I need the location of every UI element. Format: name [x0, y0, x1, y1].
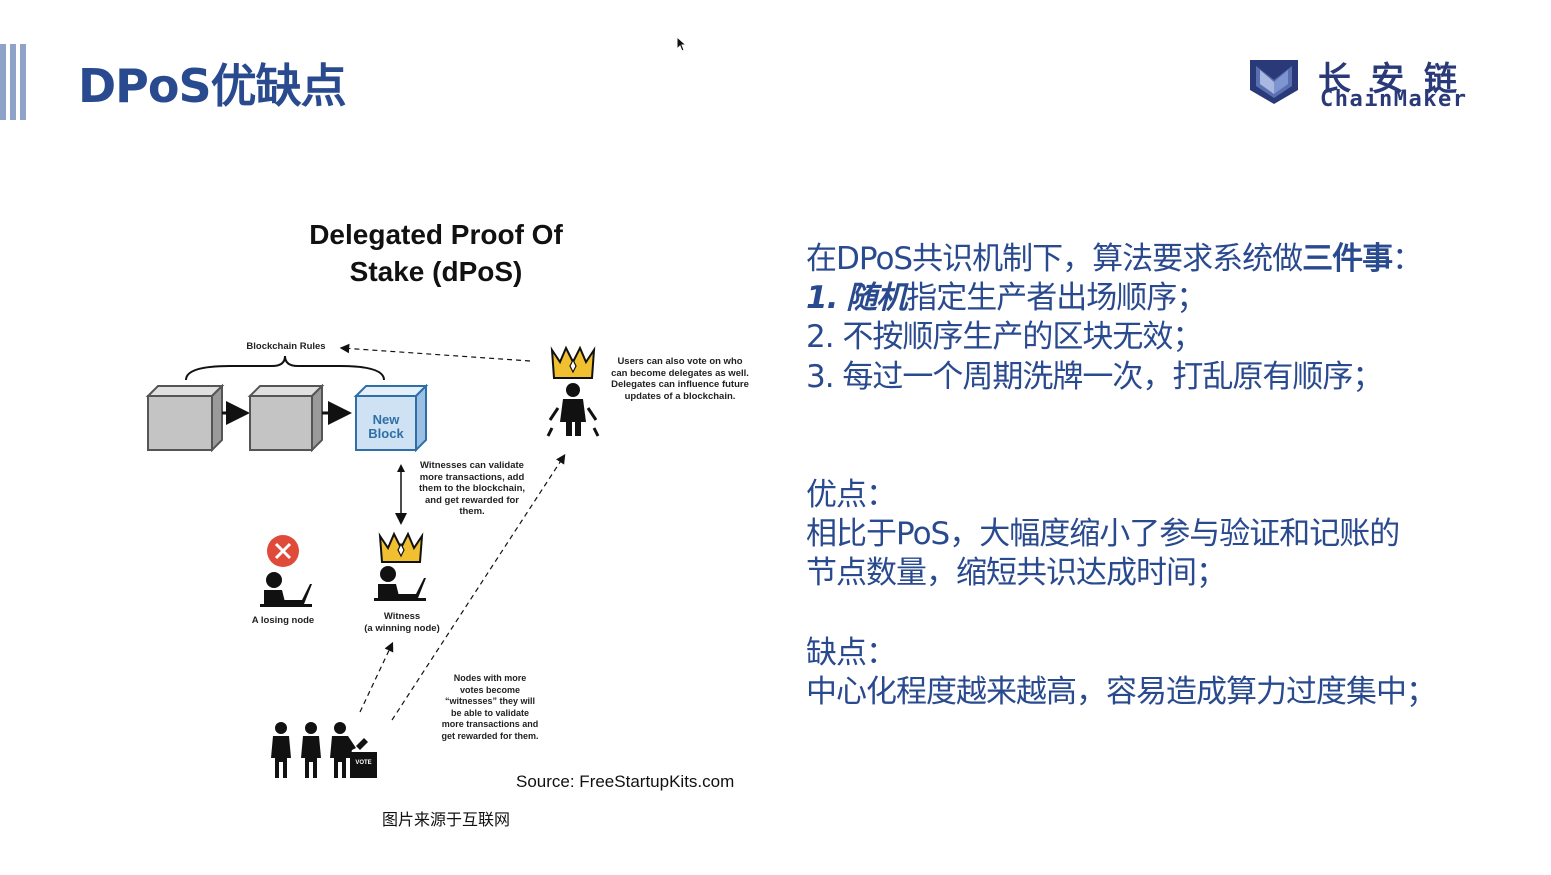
chainmaker-logo-icon: [1250, 60, 1298, 104]
delegates-note: Users can also vote on who can become de…: [604, 356, 756, 402]
witness-label-line1: Witness: [383, 611, 421, 622]
item1-text: 指定生产者出场顺序；: [906, 280, 1207, 316]
delegates-note-line: Delegates can influence future: [611, 379, 749, 390]
block-1: [145, 383, 225, 453]
delegates-note-line: Users can also vote on who: [617, 356, 743, 367]
title-accent-bars: [0, 44, 30, 120]
witness-note-line: and get rewarded for: [425, 494, 519, 506]
witness-note-line: them to the blockchain,: [418, 483, 526, 494]
slide-title: DPoS优缺点: [78, 59, 347, 113]
image-caption: 图片来源于互联网: [382, 810, 511, 829]
pros-label: 优点：: [806, 477, 897, 513]
voters-note: Nodes with more votes become “witnesses”…: [428, 673, 552, 742]
item1-number: 1.: [806, 280, 838, 316]
pros-line-2: 节点数量，缩短共识达成时间；: [806, 555, 1227, 591]
new-block-label: New Block: [356, 413, 416, 441]
logo-text-en: ChainMaker: [1320, 87, 1468, 112]
voters-note-line: be able to validate: [450, 707, 530, 718]
vote-box-label: VOTE: [355, 760, 372, 766]
vote-dashed-arrow-witness: [359, 641, 394, 713]
intro-line: 在DPoS共识机制下，算法要求系统做三件事：: [806, 240, 1423, 279]
voters-note-line: “witnesses” they will: [444, 696, 536, 706]
cons-label: 缺点：: [806, 635, 897, 671]
diagram-title-line2: Stake (dPoS): [349, 256, 523, 287]
list-item-1: 1. 随机指定生产者出场顺序；: [806, 279, 1207, 318]
delegates-note-line: can become delegates as well.: [611, 367, 749, 379]
block-2: [247, 383, 325, 453]
witness-note-line: them.: [459, 506, 485, 517]
intro-prefix: 在DPoS共识机制下，算法要求系统做: [806, 241, 1303, 277]
blockchain-rules-label: Blockchain Rules: [246, 341, 326, 352]
witness-crown-icon: [378, 531, 424, 563]
rules-dashed-arrow: [339, 343, 531, 362]
losing-node-label: A losing node: [251, 615, 315, 626]
witness-note-line: more transactions, add: [419, 471, 525, 483]
voters-icon: [271, 722, 377, 778]
diagram-title-line1: Delegated Proof Of: [309, 219, 563, 250]
blockchain-rules-brace: [185, 355, 385, 381]
intro-suffix: ：: [1392, 241, 1423, 277]
diagram-source: Source: FreeStartupKits.com: [516, 772, 735, 791]
new-block-line2: Block: [368, 426, 404, 441]
chainmaker-logo: 长安链 ChainMaker: [1246, 52, 1496, 112]
delegates-note-line: updates of a blockchain.: [624, 390, 736, 402]
voters-note-line: more transactions and: [441, 719, 539, 729]
witness-note: Witnesses can validate more transactions…: [412, 460, 532, 518]
pros-line-1: 相比于PoS，大幅度缩小了参与验证和记账的: [806, 516, 1400, 552]
witness-label: Witness (a winning node): [352, 611, 452, 634]
delegate-crown-icon: [550, 345, 596, 379]
delegate-person-icon: [546, 383, 600, 437]
new-block-line1: New: [372, 412, 400, 427]
logo-text-cn: 长安链: [1318, 59, 1477, 98]
voters-note-line: Nodes with more: [453, 673, 527, 683]
voters-note-line: get rewarded for them.: [441, 730, 539, 741]
cons-line-1: 中心化程度越来越高，容易造成算力过度集中；: [806, 674, 1437, 710]
vote-dashed-arrow-delegate: [391, 453, 566, 721]
new-block: [353, 383, 429, 453]
diagram-title: Delegated Proof Of Stake (dPoS): [236, 216, 636, 290]
witness-note-line: Witnesses can validate: [420, 460, 524, 471]
list-item-2: 2. 不按顺序生产的区块无效；: [806, 319, 1203, 355]
witness-label-line2: (a winning node): [364, 622, 440, 634]
list-item-3: 3. 每过一个周期洗牌一次，打乱原有顺序；: [806, 359, 1383, 395]
witness-node-icon: [374, 566, 426, 601]
intro-bold: 三件事: [1302, 241, 1393, 277]
mouse-cursor-icon: [676, 36, 688, 52]
item1-bold: 随机: [846, 280, 907, 316]
losing-node-icon: [260, 535, 312, 607]
voters-note-line: votes become: [459, 684, 521, 695]
dpos-diagram: [145, 343, 600, 778]
